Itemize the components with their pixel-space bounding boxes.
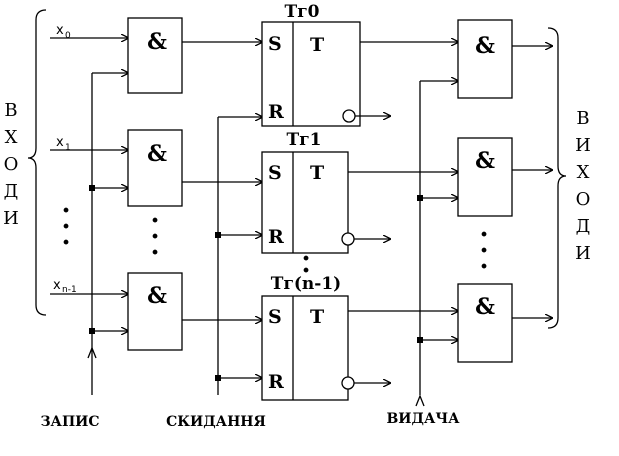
and-gate-symbol: & bbox=[475, 148, 495, 174]
input-sub: 0 bbox=[65, 31, 71, 41]
and-gate-symbol: & bbox=[147, 141, 167, 167]
outputs-letter: И bbox=[575, 243, 591, 264]
input-x1-label: x 1 bbox=[56, 135, 71, 153]
reset-bus-label: СКИДАННЯ bbox=[166, 414, 266, 430]
outputs-brace bbox=[547, 27, 567, 329]
inputs-letter: Д bbox=[4, 181, 19, 202]
junction-dot bbox=[417, 337, 423, 343]
trigger-title: Тг1 bbox=[287, 130, 322, 150]
ellipsis-dot: . bbox=[150, 231, 159, 261]
outputs-letter: В bbox=[576, 108, 589, 129]
inputs-letter: И bbox=[3, 208, 19, 229]
outputs-letter: И bbox=[575, 135, 591, 156]
input-sub: 1 bbox=[65, 143, 71, 153]
ellipsis-dot: . bbox=[301, 249, 310, 279]
outputs-vertical-label: В И Х О Д И bbox=[575, 108, 591, 264]
inputs-brace bbox=[27, 9, 47, 316]
output-and-gate-1: & bbox=[457, 137, 513, 217]
and-gate-symbol: & bbox=[147, 29, 167, 55]
input-x0-label: x 0 bbox=[56, 23, 71, 41]
inputs-vertical-label: В Х О Д И bbox=[3, 100, 19, 229]
ellipsis-dot: . bbox=[479, 213, 488, 243]
trigger-title: Тг0 bbox=[285, 2, 320, 22]
trigger-title: Тг(n-1) bbox=[271, 274, 341, 294]
ellipsis-dot: . bbox=[150, 215, 159, 245]
outputs-letter: О bbox=[576, 189, 591, 210]
junction-dot bbox=[89, 328, 95, 334]
ellipsis-dot: . bbox=[61, 221, 70, 251]
write-bus-label: ЗАПИС bbox=[40, 414, 99, 430]
output-and-gate-n1: & bbox=[457, 283, 513, 363]
t-label: T bbox=[310, 34, 324, 56]
and-gate-symbol: & bbox=[475, 294, 495, 320]
input-base: x bbox=[56, 23, 64, 38]
output-and-gate-0: & bbox=[457, 19, 513, 99]
r-pin-label: R bbox=[268, 371, 284, 393]
ellipsis-dot: . bbox=[61, 189, 70, 219]
inverted-output-icon bbox=[342, 109, 356, 123]
output-bus-label: ВИДАЧА bbox=[386, 411, 460, 427]
s-pin-label: S bbox=[268, 306, 282, 328]
input-sub: n-1 bbox=[62, 285, 77, 295]
inputs-letter: Х bbox=[5, 127, 18, 148]
trigger-1: Тг1 S R T bbox=[261, 130, 355, 254]
inputs-letter: О bbox=[4, 154, 19, 175]
output-bus-arrow-icon bbox=[415, 394, 425, 407]
outputs-letter: Д bbox=[576, 216, 591, 237]
ellipsis-dot: . bbox=[479, 229, 488, 259]
r-pin-label: R bbox=[268, 101, 284, 123]
input-and-gate-n1: & bbox=[127, 272, 183, 351]
input-xn1-label: x n-1 bbox=[53, 278, 77, 295]
input-base: x bbox=[53, 278, 61, 293]
write-bus-arrow-icon bbox=[87, 346, 97, 359]
t-label: T bbox=[310, 162, 324, 184]
ellipsis-dot: . bbox=[150, 199, 159, 229]
ellipsis-dot: . bbox=[301, 237, 310, 267]
r-pin-label: R bbox=[268, 226, 284, 248]
input-base: x bbox=[56, 135, 64, 150]
trigger-n1: Тг(n-1) S R T bbox=[261, 274, 355, 401]
input-and-gate-1: & bbox=[127, 129, 183, 207]
inverted-output-icon bbox=[341, 232, 355, 246]
ellipsis-dot: . bbox=[61, 205, 70, 235]
junction-dot bbox=[417, 195, 423, 201]
inverted-output-icon bbox=[341, 376, 355, 390]
trigger-0: Тг0 S R T bbox=[261, 2, 361, 127]
inputs-letter: В bbox=[4, 100, 17, 121]
junction-dot bbox=[89, 185, 95, 191]
and-gate-symbol: & bbox=[475, 33, 495, 59]
t-label: T bbox=[310, 306, 324, 328]
junction-dot bbox=[215, 232, 221, 238]
and-gate-symbol: & bbox=[147, 283, 167, 309]
s-pin-label: S bbox=[268, 162, 282, 184]
outputs-letter: Х bbox=[577, 162, 590, 183]
ellipsis-dot: . bbox=[479, 245, 488, 275]
junction-dot bbox=[215, 375, 221, 381]
s-pin-label: S bbox=[268, 33, 282, 55]
input-and-gate-0: & bbox=[127, 17, 183, 94]
